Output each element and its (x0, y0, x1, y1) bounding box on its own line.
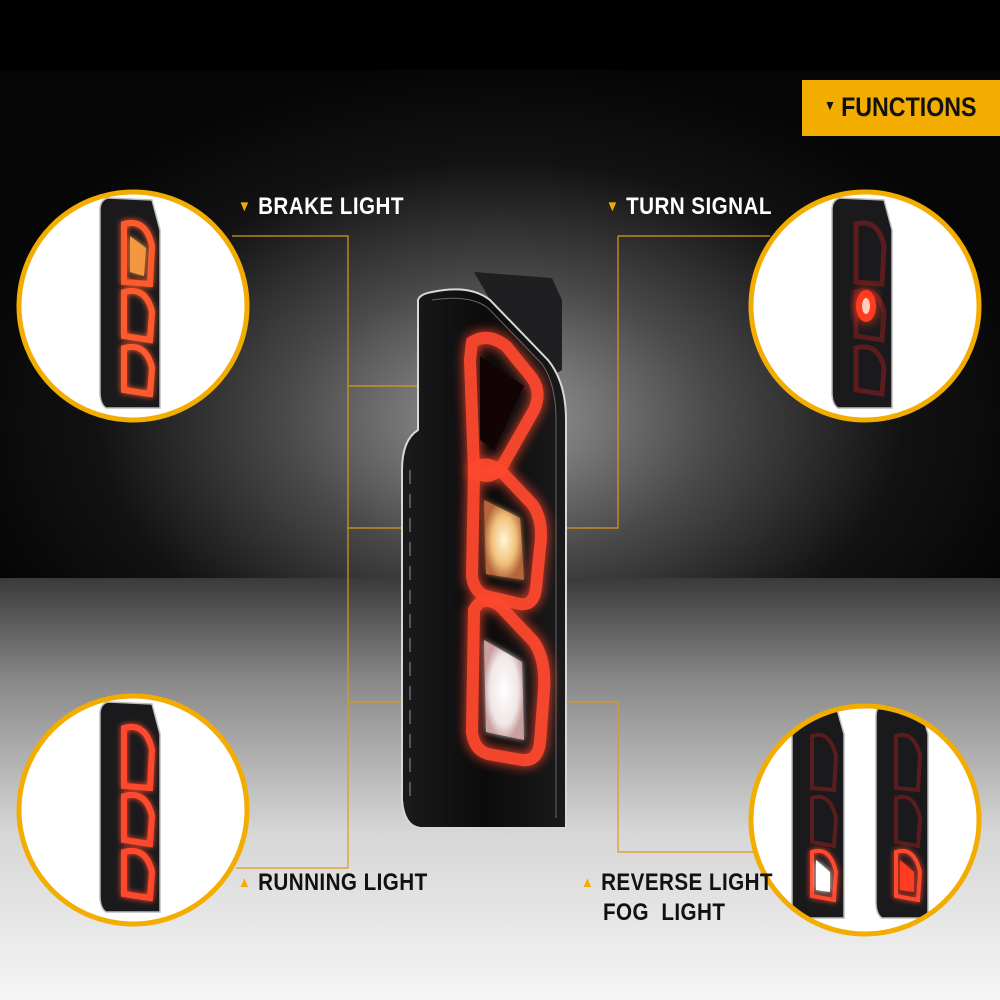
caret-up-icon: ▲ (581, 874, 595, 891)
turn-signal-text: TURN SIGNAL (626, 193, 772, 220)
fog-light-text: FOG LIGHT (603, 899, 726, 926)
caret-down-icon: ▼ (238, 198, 252, 215)
turn-signal-label: ▼ TURN SIGNAL (606, 193, 772, 221)
brake-light-text: BRAKE LIGHT (258, 193, 404, 220)
reverse-light-text: REVERSE LIGHT (601, 869, 773, 896)
brake-light-preview (16, 189, 250, 423)
fog-light-label: FOG LIGHT (603, 899, 725, 927)
caret-down-icon: ▼ (824, 97, 836, 113)
caret-up-icon: ▲ (238, 874, 252, 891)
running-light-preview (16, 693, 250, 927)
turn-signal-preview (748, 189, 982, 423)
functions-badge-text: FUNCTIONS (841, 92, 977, 122)
running-light-label: ▲ RUNNING LIGHT (238, 869, 428, 897)
brake-light-label: ▼ BRAKE LIGHT (238, 193, 404, 221)
running-light-text: RUNNING LIGHT (258, 869, 428, 896)
running-connector (236, 386, 349, 869)
caret-down-icon: ▼ (606, 198, 620, 215)
tail-lamp-product (401, 272, 567, 829)
reverse-fog-preview (748, 703, 982, 937)
brake-connector (232, 235, 474, 387)
functions-badge: ▼ FUNCTIONS (802, 80, 1000, 136)
reverse-light-label: ▲ REVERSE LIGHT (581, 869, 773, 897)
top-band (0, 0, 1000, 70)
